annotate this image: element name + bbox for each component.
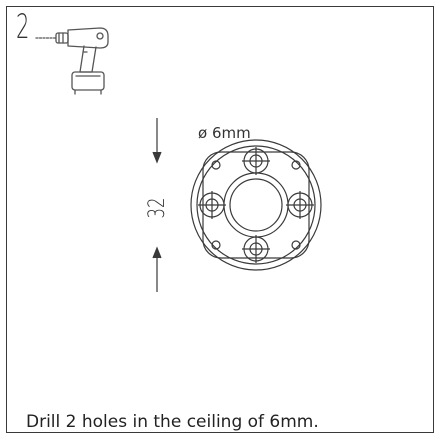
- drill-icon: [35, 27, 109, 95]
- dimension-label: 32: [145, 197, 170, 219]
- step-number: 2: [16, 7, 30, 47]
- instruction-text: Drill 2 holes in the ceiling of 6mm.: [26, 412, 319, 432]
- diameter-label: ø 6mm: [198, 124, 251, 142]
